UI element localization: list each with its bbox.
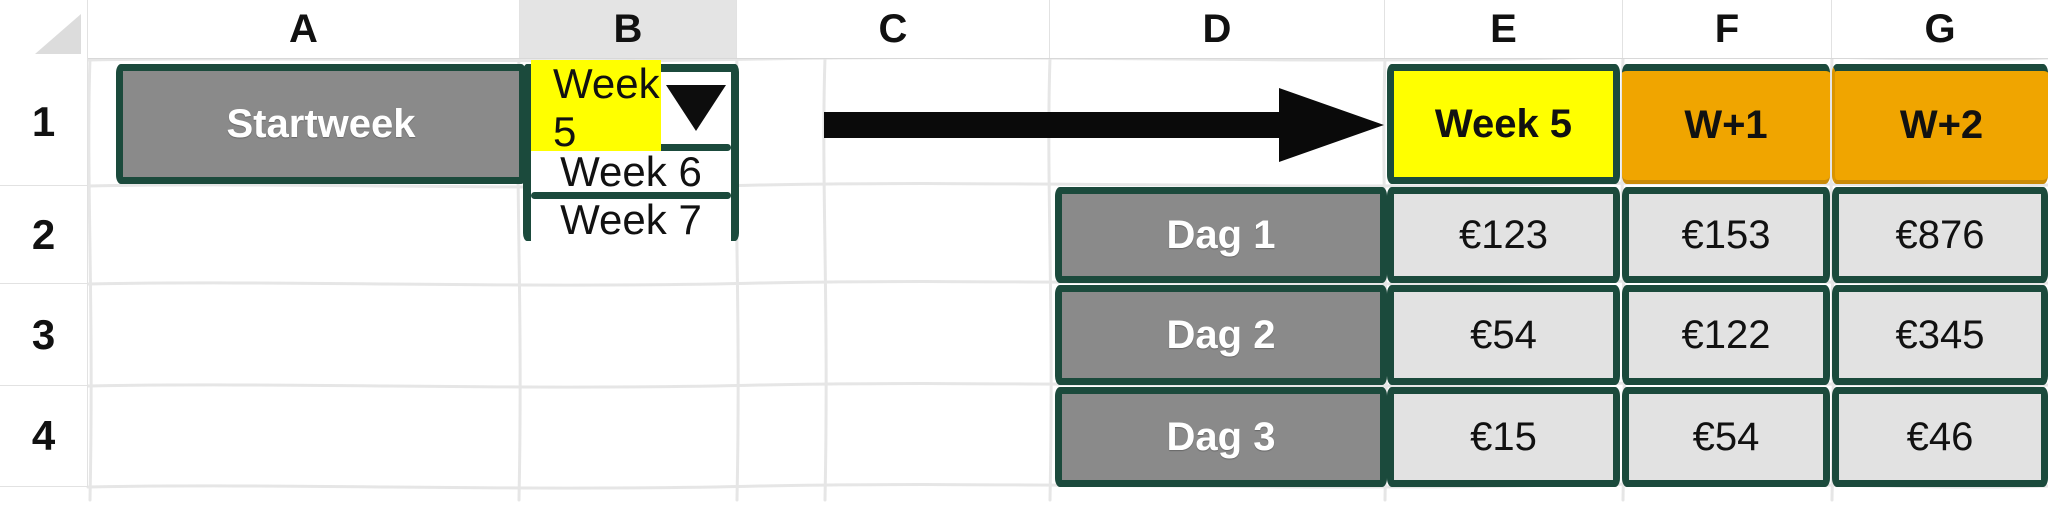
startweek-dropdown[interactable]: Week 5 Week 6 Week 7 [523, 60, 739, 243]
dropdown-option-week-7[interactable]: Week 7 [531, 196, 731, 243]
row-header-3[interactable]: 3 [0, 284, 88, 386]
cell-g4-value: €46 [1906, 414, 1974, 459]
cell-e2-amount[interactable]: €123 [1387, 187, 1620, 283]
column-header-d[interactable]: D [1050, 0, 1385, 58]
column-header-d-label: D [1202, 6, 1232, 51]
column-header-a-label: A [289, 6, 318, 51]
column-header-f[interactable]: F [1623, 0, 1832, 58]
select-all-corner[interactable] [0, 0, 88, 58]
cell-f2-value: €153 [1681, 212, 1771, 257]
cell-d2-label: Dag 1 [1166, 212, 1276, 257]
select-all-triangle-icon [35, 14, 81, 54]
dropdown-selected-option[interactable]: Week 5 [531, 60, 731, 156]
column-header-g-label: G [1924, 6, 1956, 51]
cell-a1-startweek[interactable]: Startweek [116, 64, 526, 184]
row-header-1[interactable]: 1 [0, 58, 88, 186]
cell-g2-value: €876 [1895, 212, 1985, 257]
dropdown-option-week-6-label: Week 6 [560, 147, 702, 195]
column-header-e[interactable]: E [1385, 0, 1623, 58]
cell-d3-day-label[interactable]: Dag 2 [1055, 285, 1387, 385]
column-header-a[interactable]: A [88, 0, 520, 58]
column-header-band [0, 0, 2048, 59]
cell-f1-label: W+1 [1684, 103, 1768, 147]
column-header-c-label: C [878, 6, 908, 51]
cell-e2-value: €123 [1459, 212, 1548, 257]
row-header-2-label: 2 [31, 210, 56, 258]
cell-f3-value: €122 [1681, 312, 1771, 357]
cell-d4-day-label[interactable]: Dag 3 [1055, 387, 1387, 487]
cell-f2-amount[interactable]: €153 [1622, 187, 1830, 283]
cell-e3-value: €54 [1470, 312, 1537, 357]
dropdown-toggle-button[interactable] [661, 72, 731, 144]
dropdown-selected-label: Week 5 [531, 60, 661, 156]
cell-e3-amount[interactable]: €54 [1387, 285, 1620, 385]
cell-g1-week-header[interactable]: W+2 [1832, 64, 2048, 184]
row-header-2[interactable]: 2 [0, 186, 88, 284]
cell-g4-amount[interactable]: €46 [1832, 387, 2048, 487]
cell-f1-week-header[interactable]: W+1 [1622, 64, 1830, 184]
cell-d4-label: Dag 3 [1166, 414, 1276, 459]
cell-g2-amount[interactable]: €876 [1832, 187, 2048, 283]
column-header-g[interactable]: G [1832, 0, 2048, 58]
column-header-b[interactable]: B [520, 0, 737, 58]
dropdown-option-week-7-label: Week 7 [560, 196, 702, 243]
row-header-3-label: 3 [31, 310, 56, 358]
dropdown-divider-2 [531, 192, 731, 199]
cell-g3-value: €345 [1895, 312, 1985, 357]
cell-f4-amount[interactable]: €54 [1622, 387, 1830, 487]
column-header-f-label: F [1714, 6, 1740, 51]
cell-g3-amount[interactable]: €345 [1832, 285, 2048, 385]
right-arrow-icon [824, 86, 1389, 164]
column-header-e-label: E [1490, 6, 1517, 51]
row-header-4-label: 4 [31, 412, 56, 459]
column-header-c[interactable]: C [737, 0, 1050, 58]
cell-e4-amount[interactable]: €15 [1387, 387, 1620, 487]
cell-f4-value: €54 [1692, 414, 1760, 459]
cell-d2-day-label[interactable]: Dag 1 [1055, 187, 1387, 283]
cell-a1-label: Startweek [226, 101, 416, 146]
cell-g1-label: W+2 [1899, 103, 1984, 147]
row-header-1-label: 1 [31, 97, 56, 145]
cell-e1-label: Week 5 [1434, 101, 1573, 146]
cell-d3-label: Dag 2 [1166, 312, 1276, 357]
row-header-4[interactable]: 4 [0, 386, 88, 487]
dropdown-option-week-6[interactable]: Week 6 [531, 148, 731, 195]
cell-e4-value: €15 [1470, 414, 1537, 459]
cell-e1-week-header[interactable]: Week 5 [1387, 64, 1620, 184]
cell-f3-amount[interactable]: €122 [1622, 285, 1830, 385]
column-header-b-label: B [613, 6, 643, 51]
chevron-down-icon [666, 85, 726, 131]
